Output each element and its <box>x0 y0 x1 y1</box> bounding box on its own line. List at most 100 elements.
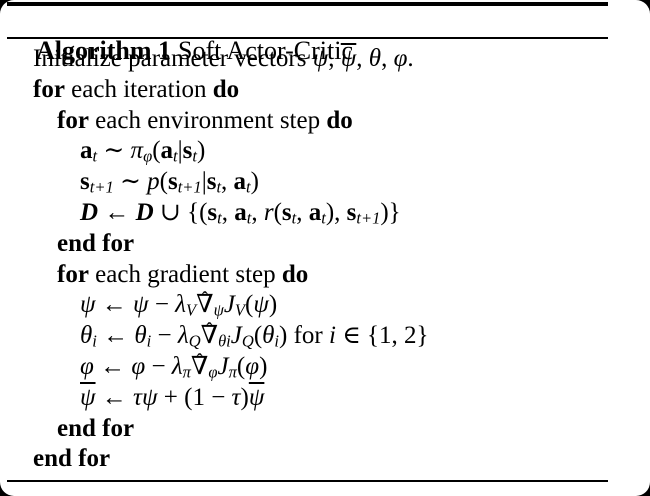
math-segment: π <box>130 137 144 165</box>
math-segment: , <box>356 45 369 72</box>
bottom-rule <box>7 480 608 482</box>
math-segment: ) <box>240 383 249 411</box>
math-segment: D <box>80 198 99 226</box>
math-segment: φ <box>208 362 218 382</box>
math-segment: t+1 <box>356 208 381 228</box>
nabla-hat-symbol: ˆ∇ <box>201 319 218 352</box>
math-segment: ∈ {1, 2} <box>335 322 429 350</box>
math-segment: ( <box>159 168 168 196</box>
math-segment: φ <box>393 45 408 72</box>
nabla-hat-symbol: ˆ∇ <box>191 350 208 383</box>
math-segment: J <box>230 322 242 350</box>
math-segment: + (1 − <box>157 383 232 411</box>
math-segment: ) <box>259 352 268 380</box>
math-segment: φ <box>80 352 94 380</box>
math-segment: ( <box>236 352 246 380</box>
math-segment: ← <box>95 291 134 319</box>
math-segment: ( <box>273 198 282 226</box>
math-segment: V <box>234 301 246 320</box>
math-segment: s <box>207 198 218 226</box>
math-segment: J <box>217 352 229 380</box>
algorithm-line: for each iteration do <box>0 75 650 106</box>
algorithm-line: ψ ← τψ + (1 − τ)ψ <box>0 383 650 414</box>
math-segment: s <box>206 168 217 196</box>
math-segment: D <box>135 198 154 226</box>
algorithm-body: Initialize parameter vectors ψ, ψ, θ, φ.… <box>0 44 650 475</box>
math-segment: ← <box>93 352 132 380</box>
math-segment: ψ <box>133 291 149 319</box>
math-segment: each gradient step <box>88 260 282 288</box>
math-segment: a <box>80 137 93 165</box>
math-segment: end for <box>33 445 111 473</box>
math-segment: t <box>246 177 251 197</box>
math-segment: each environment step <box>88 106 327 134</box>
math-segment: a <box>233 168 247 196</box>
math-segment: ) <box>196 137 206 165</box>
math-segment: ← <box>98 198 136 226</box>
math-segment: t+1 <box>177 177 202 197</box>
math-segment: s <box>281 198 292 226</box>
math-segment: s <box>182 137 193 165</box>
math-segment: ( <box>245 291 254 319</box>
math-segment: ψ <box>213 301 224 320</box>
hat-mark: ˆ <box>196 349 203 370</box>
math-segment: , <box>381 45 394 72</box>
algorithm-line: D ← D ∪ {(st, at, r(st, at), st+1)} <box>0 198 650 229</box>
math-segment: λ <box>175 291 186 319</box>
hat-mark: ˆ <box>201 288 208 309</box>
math-segment: end for <box>57 414 135 442</box>
math-segment: s <box>80 168 90 196</box>
math-segment: for <box>57 106 89 134</box>
math-segment: t <box>246 208 252 228</box>
hat-mark: ˆ <box>206 318 213 339</box>
math-segment: | <box>177 137 183 165</box>
algorithm-line: for each environment step do <box>0 106 650 137</box>
math-segment: , <box>328 45 341 72</box>
math-segment: , <box>251 198 264 226</box>
algorithm-line: end for <box>0 444 650 475</box>
math-segment: ← <box>96 322 135 350</box>
math-segment: τ <box>231 383 241 411</box>
math-segment: each iteration <box>64 75 213 103</box>
math-segment: ) <box>268 291 278 319</box>
math-segment: i <box>92 331 97 351</box>
algorithm-line: end for <box>0 414 650 445</box>
math-segment: θ <box>262 322 275 350</box>
math-segment: θi <box>218 331 231 351</box>
math-segment: i <box>329 322 336 350</box>
math-segment: − <box>148 291 176 319</box>
math-segment: − <box>145 352 172 380</box>
math-segment: a <box>234 198 247 226</box>
math-segment: a <box>308 198 322 226</box>
math-segment: θ <box>368 45 382 72</box>
math-segment: a <box>160 137 174 165</box>
math-segment: do <box>326 106 353 134</box>
algorithm-line: Initialize parameter vectors ψ, ψ, θ, φ. <box>0 44 650 75</box>
math-segment: s <box>167 168 178 196</box>
math-segment: τψ <box>133 383 158 411</box>
math-segment: ψ <box>248 383 265 411</box>
math-segment: t <box>173 147 178 167</box>
header-rule <box>7 37 608 39</box>
math-segment: ( <box>152 137 161 165</box>
math-segment: ψ <box>312 45 329 72</box>
math-segment: t <box>217 208 222 228</box>
math-segment: s <box>346 198 357 226</box>
math-segment: ∼ <box>97 137 131 165</box>
math-segment: φ <box>143 147 153 167</box>
top-rule <box>7 2 608 6</box>
math-segment: ψ <box>253 291 269 319</box>
math-segment: λ <box>177 322 189 350</box>
math-segment: ) for <box>279 322 329 350</box>
math-segment: φ <box>131 352 146 380</box>
math-segment: i <box>274 331 280 351</box>
math-segment: ψ <box>80 291 96 319</box>
algorithm-title: Soft Actor-Critic <box>178 36 354 65</box>
math-segment: t <box>291 208 297 228</box>
math-segment: Q <box>241 331 254 351</box>
math-segment: π <box>228 362 237 382</box>
math-segment: , <box>296 198 309 226</box>
